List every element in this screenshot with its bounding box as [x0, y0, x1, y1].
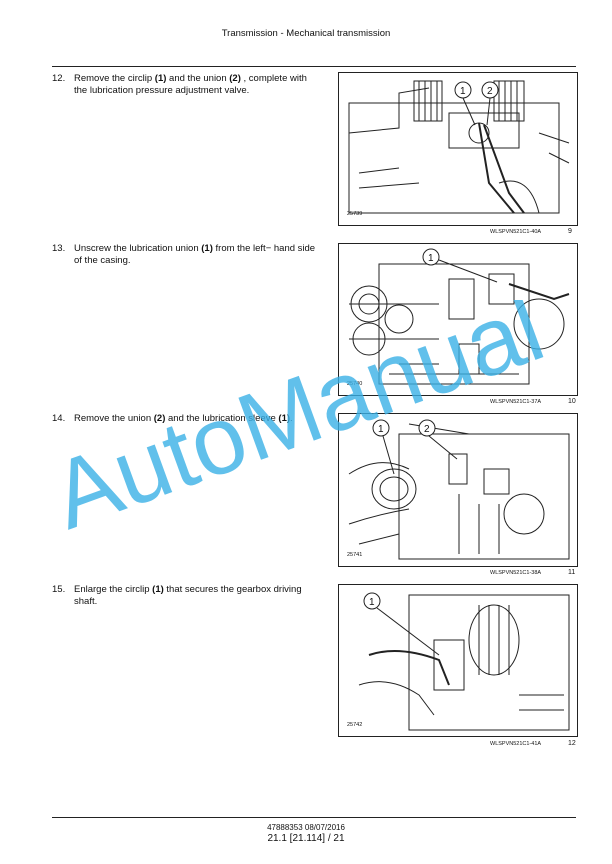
- page-header: Transmission - Mechanical transmission: [221, 28, 391, 39]
- callout-2: 2: [481, 81, 499, 126]
- photo-id: 25740: [347, 381, 363, 387]
- footer-page-number: 21.1 [21.114] / 21: [267, 833, 345, 844]
- svg-text:1: 1: [378, 424, 384, 435]
- step-number: 14.: [52, 413, 66, 424]
- figure-number: 11: [568, 569, 576, 576]
- callout-2: 2: [418, 419, 458, 460]
- step-12: 12. Remove the circlip (1) and the union…: [52, 73, 322, 97]
- figure-11-illustration: 1 2 25741: [338, 413, 578, 567]
- svg-text:1: 1: [460, 86, 466, 97]
- svg-text:2: 2: [487, 86, 493, 97]
- header-divider: [52, 66, 576, 67]
- footer-divider: [52, 817, 576, 818]
- figure-number: 12: [568, 740, 576, 747]
- step-13: 13. Unscrew the lubrication union (1) fr…: [52, 243, 322, 267]
- step-text: Enlarge the circlip (1) that secures the…: [74, 584, 302, 607]
- figure-caption: WLSPVN521C1-40A: [490, 229, 542, 235]
- step-14: 14. Remove the union (2) and the lubrica…: [52, 413, 342, 425]
- figure-number: 10: [568, 398, 576, 405]
- figure-caption: WLSPVN521C1-37A: [490, 399, 542, 405]
- step-number: 13.: [52, 243, 66, 254]
- svg-text:1: 1: [369, 597, 375, 608]
- photo-id: 25739: [347, 211, 363, 217]
- figure-9-illustration: 1 2 25739: [338, 72, 578, 226]
- callout-1: 1: [422, 248, 498, 283]
- step-text: Remove the circlip (1) and the union (2)…: [74, 73, 307, 96]
- figure-caption: WLSPVN521C1-38A: [490, 570, 542, 576]
- callout-1: 1: [363, 592, 440, 656]
- photo-id: 25741: [347, 552, 363, 558]
- step-number: 15.: [52, 584, 66, 595]
- callout-1: 1: [454, 81, 476, 126]
- step-text: Remove the union (2) and the lubrication…: [74, 413, 293, 424]
- figure-10-illustration: 1 25740: [338, 243, 578, 396]
- step-number: 12.: [52, 73, 66, 84]
- photo-id: 25742: [347, 722, 363, 728]
- svg-text:1: 1: [428, 253, 434, 264]
- step-text: Unscrew the lubrication union (1) from t…: [74, 243, 316, 266]
- figure-caption: WLSPVN521C1-41A: [490, 741, 542, 747]
- callout-1: 1: [372, 419, 395, 475]
- step-15: 15. Enlarge the circlip (1) that secures…: [52, 584, 322, 608]
- figure-number: 9: [568, 228, 572, 235]
- figure-12-illustration: 1 25742: [338, 584, 578, 737]
- footer-doc-code: 47888353 08/07/2016: [267, 823, 345, 832]
- svg-text:2: 2: [424, 424, 430, 435]
